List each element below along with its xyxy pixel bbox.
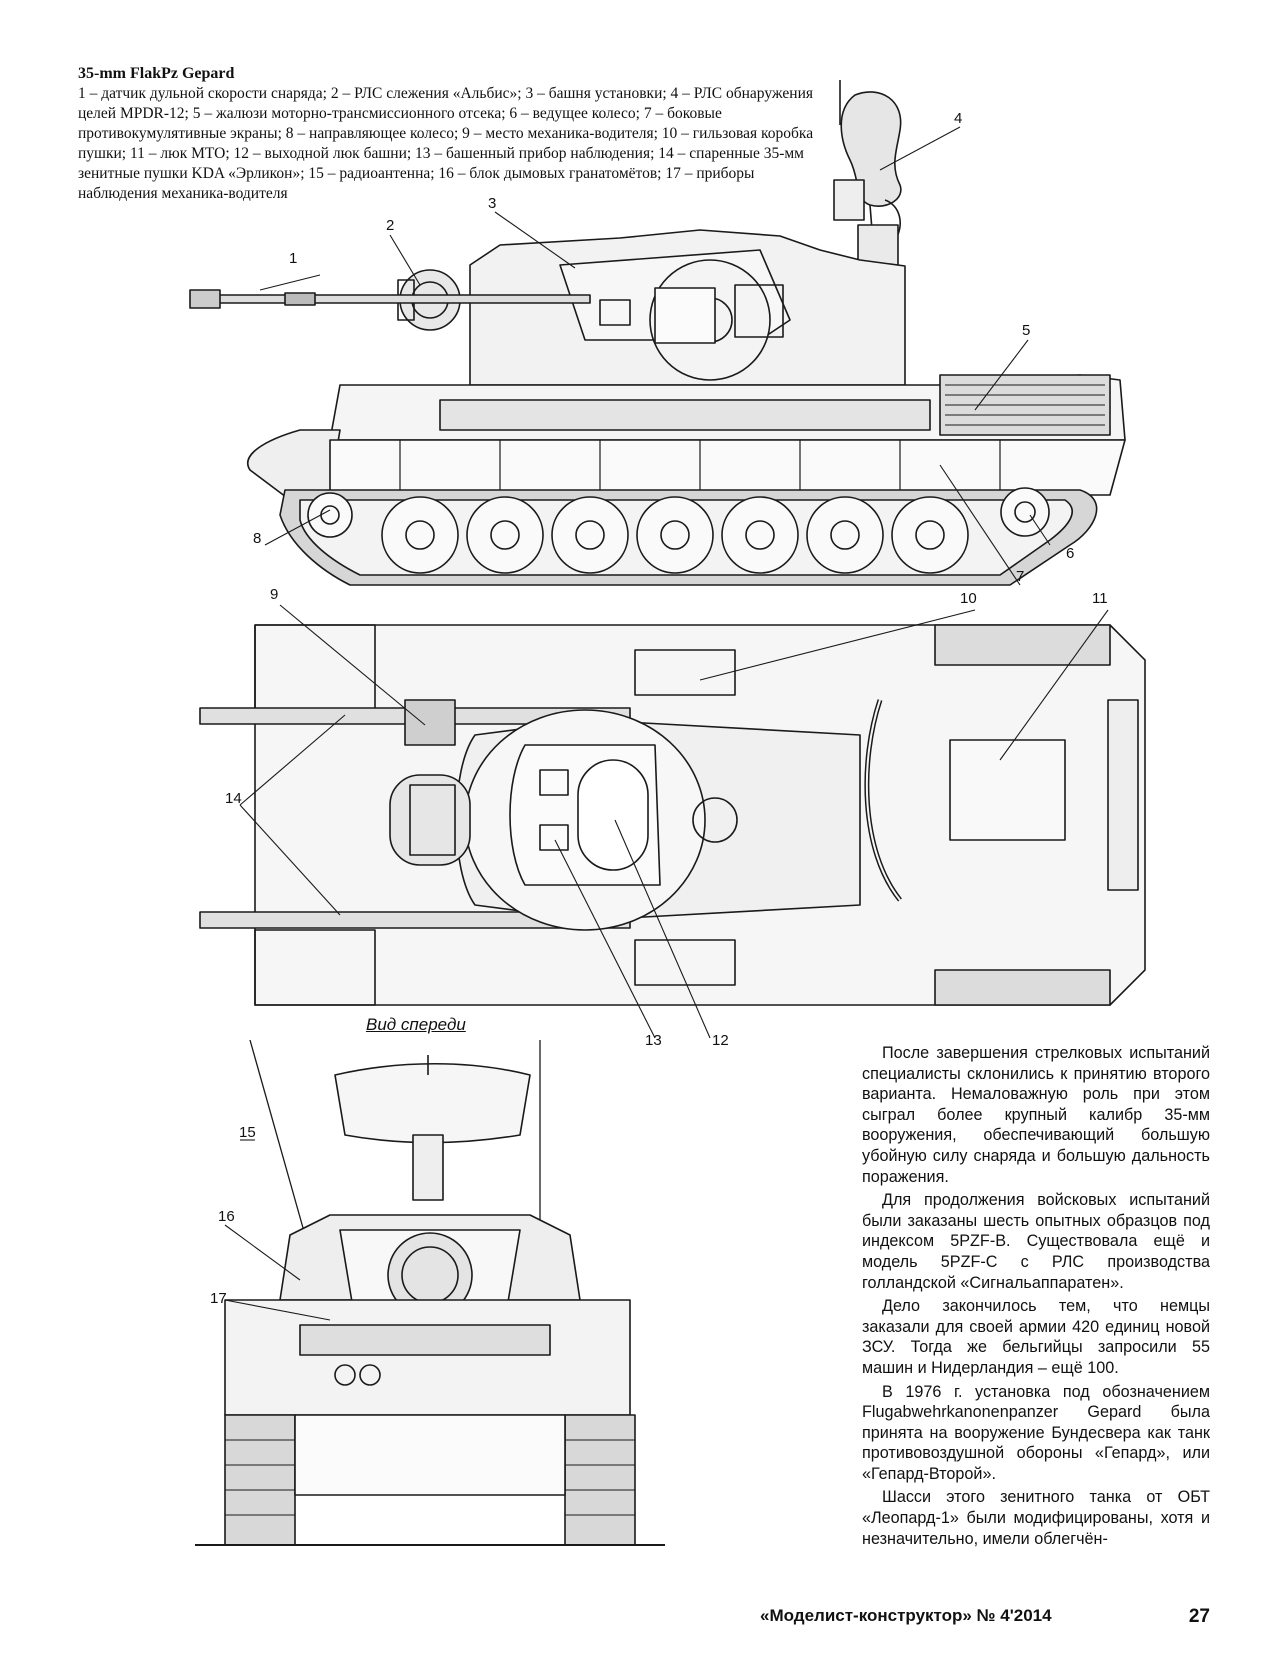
article-paragraph: В 1976 г. установка под обозначением Flu… (862, 1382, 1210, 1483)
callout-3: 3 (488, 195, 497, 212)
callout-7: 7 (1016, 568, 1025, 585)
caption-text: 1 – датчик дульной скорости снаряда; 2 –… (78, 85, 814, 202)
callout-2: 2 (386, 217, 395, 234)
side-view-drawing (189, 80, 1126, 586)
callout-14: 14 (225, 790, 242, 807)
callout-17: 17 (210, 1290, 227, 1307)
callout-1: 1 (289, 250, 298, 267)
front-view-label: Вид спереди (366, 1015, 466, 1034)
page-number: 27 (1188, 1606, 1210, 1627)
callout-13: 13 (645, 1032, 662, 1049)
callout-8: 8 (253, 530, 262, 547)
magazine-title: «Моделист-конструктор» № 4'2014 (760, 1606, 1052, 1625)
callout-6: 6 (1066, 545, 1075, 562)
article-text: После завершения стрелковых испытаний сп… (862, 1043, 1210, 1552)
callout-16: 16 (218, 1208, 235, 1225)
caption-title: 35-mm FlakPz Gepard (78, 65, 235, 82)
callout-9: 9 (270, 586, 279, 603)
article-paragraph: Шасси этого зенитного танка от ОБТ «Леоп… (862, 1488, 1210, 1548)
callout-12: 12 (712, 1032, 729, 1049)
article-paragraph: Дело закончилось тем, что немцы заказали… (862, 1297, 1210, 1377)
article-paragraph: После завершения стрелковых испытаний сп… (862, 1044, 1210, 1186)
callout-4: 4 (954, 110, 963, 127)
callout-10: 10 (960, 590, 977, 607)
callout-11: 11 (1092, 590, 1108, 607)
front-view-drawing (195, 1039, 665, 1546)
callout-5: 5 (1022, 322, 1031, 339)
top-view-drawing (199, 604, 1146, 1039)
callout-15: 15 (239, 1124, 256, 1141)
article-paragraph: Для продолжения войсковых испытаний были… (862, 1191, 1210, 1292)
figure-caption: 35-mm FlakPz Gepard 1 – датчик дульной с… (78, 64, 838, 204)
